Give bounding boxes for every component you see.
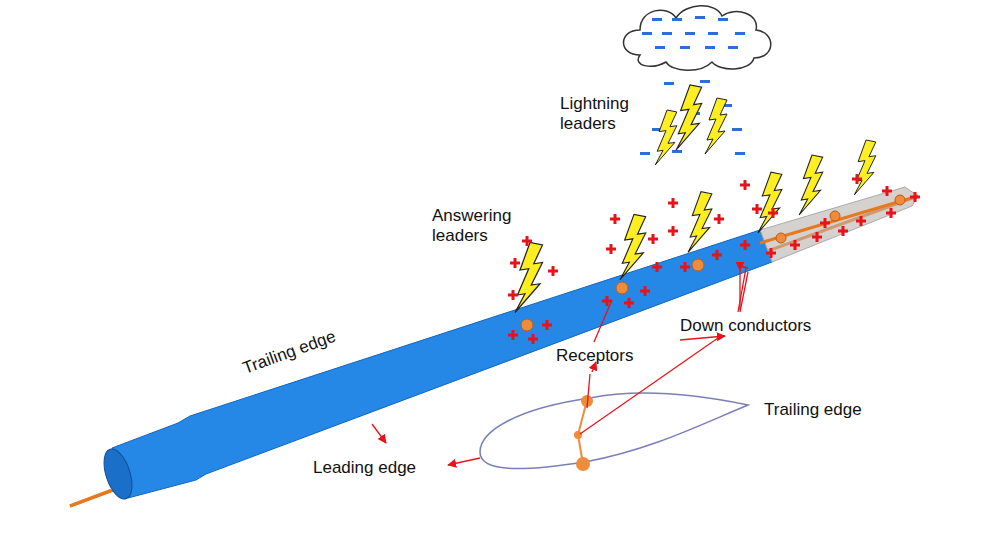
cloud <box>624 6 771 71</box>
down-conductor-end <box>70 490 112 506</box>
edge-label: Trailing edge <box>764 400 904 420</box>
section-receptors <box>574 395 593 471</box>
receptors <box>521 195 905 331</box>
blade-tip <box>760 187 918 262</box>
lightning-leaders <box>655 85 727 165</box>
blade-body <box>112 230 772 498</box>
negative-charges <box>640 16 745 155</box>
part-label: Down conductors <box>680 316 850 336</box>
airfoil-section <box>480 393 748 468</box>
positive-charges <box>508 174 920 344</box>
edge-label: Leading edge <box>313 458 443 478</box>
down-conductor-tip <box>760 196 918 243</box>
part-label: Receptors <box>556 346 656 366</box>
answering-leaders <box>515 140 876 313</box>
leader-arrows <box>372 266 748 465</box>
leader-label: Lightning leaders <box>560 94 640 133</box>
leader-label: Answering leaders <box>432 206 522 245</box>
